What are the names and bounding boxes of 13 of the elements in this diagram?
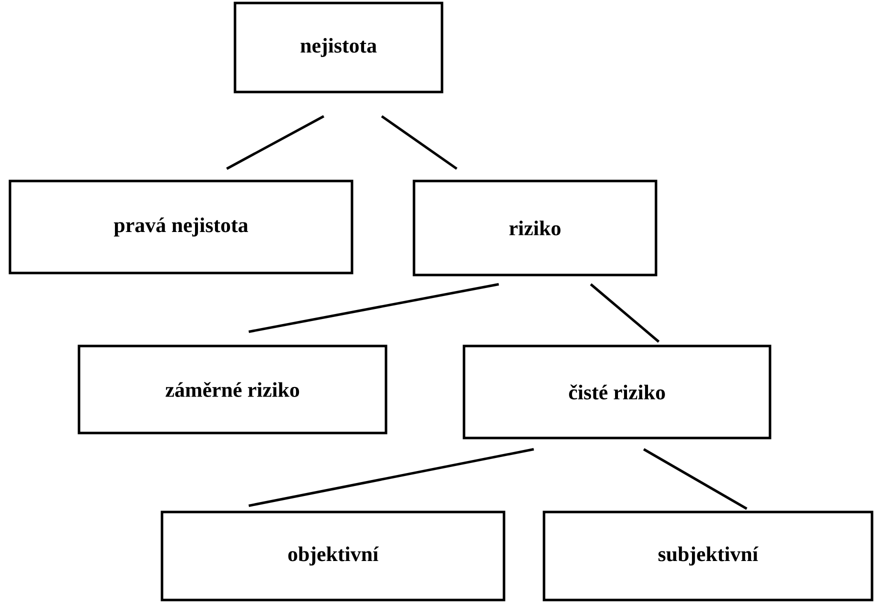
connector-line bbox=[248, 448, 534, 507]
connector-line bbox=[590, 283, 660, 343]
tree-box: záměrné riziko bbox=[78, 344, 388, 434]
tree-box: pravá nejistota bbox=[8, 180, 354, 274]
tree-box: subjektivní bbox=[542, 510, 874, 602]
connector-line bbox=[381, 115, 458, 170]
tree-box: riziko bbox=[412, 180, 658, 276]
connector-line bbox=[226, 115, 324, 170]
tree-box: objektivní bbox=[160, 510, 506, 602]
tree-box: nejistota bbox=[234, 2, 444, 94]
connector-line bbox=[248, 283, 499, 333]
connector-line bbox=[643, 448, 748, 510]
tree-box: čisté riziko bbox=[462, 344, 772, 440]
